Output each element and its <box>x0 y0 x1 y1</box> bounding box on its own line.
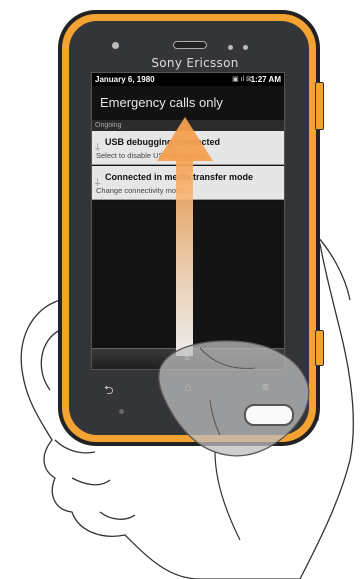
physical-home-button[interactable] <box>244 404 294 426</box>
